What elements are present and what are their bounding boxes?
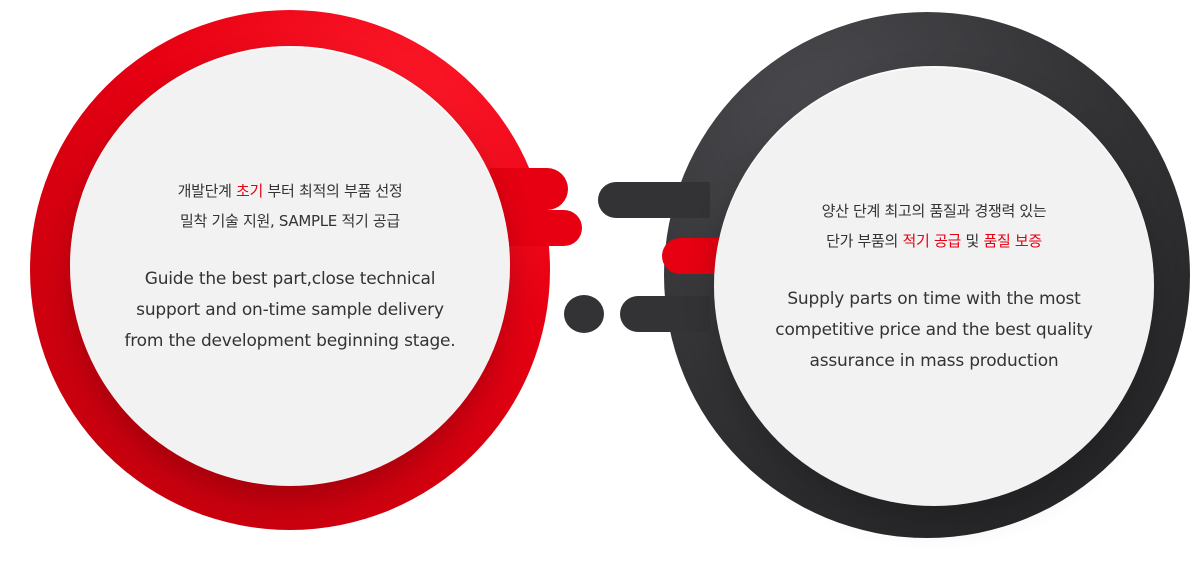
mass-production-ko-line-2-start: 단가 부품의 [826, 231, 903, 250]
mass-production-ko-line-1: 양산 단계 최고의 품질과 경쟁력 있는 [821, 201, 1047, 220]
connector-dark-upper [598, 182, 710, 218]
connector-dark-lower [620, 296, 710, 332]
development-ko-line-1-start: 개발단계 [177, 181, 237, 200]
development-stage-english-text: Guide the best part,close technical supp… [124, 264, 455, 357]
development-ko-line-1-end: 부터 최적의 부품 선정 [263, 181, 403, 200]
development-en-line-2: support and on-time sample delivery [136, 299, 444, 320]
mass-production-ko-highlight-quality: 품질 보증 [983, 231, 1042, 250]
development-ko-line-1: 개발단계 초기 부터 최적의 부품 선정 [178, 176, 403, 206]
development-stage-panel: 개발단계 초기 부터 최적의 부품 선정 밀착 기술 지원, SAMPLE 적기… [70, 46, 510, 486]
mass-production-en-line-3: assurance in mass production [809, 350, 1059, 371]
development-ko-highlight: 초기 [236, 181, 264, 200]
development-en-line-1: Guide the best part,close technical [144, 268, 436, 289]
mass-production-english-text: Supply parts on time with the most compe… [775, 284, 1093, 377]
mass-production-panel: 양산 단계 최고의 품질과 경쟁력 있는 단가 부품의 적기 공급 및 품질 보… [714, 66, 1154, 506]
mass-production-korean-text: 양산 단계 최고의 품질과 경쟁력 있는 단가 부품의 적기 공급 및 품질 보… [822, 196, 1047, 256]
mass-production-ko-highlight-supply: 적기 공급 [902, 231, 962, 250]
development-stage-korean-text: 개발단계 초기 부터 최적의 부품 선정 밀착 기술 지원, SAMPLE 적기… [178, 176, 403, 236]
mass-production-en-line-2: competitive price and the best quality [775, 319, 1093, 340]
connector-red-upper [490, 168, 568, 210]
development-en-line-3: from the development beginning stage. [124, 330, 456, 351]
connector-dot [564, 295, 604, 333]
mass-production-ko-line-2: 단가 부품의 적기 공급 및 품질 보증 [822, 226, 1047, 256]
development-ko-line-2: 밀착 기술 지원, SAMPLE 적기 공급 [180, 211, 400, 230]
mass-production-ko-conjunction: 및 [961, 231, 984, 250]
mass-production-en-line-1: Supply parts on time with the most [787, 288, 1081, 309]
